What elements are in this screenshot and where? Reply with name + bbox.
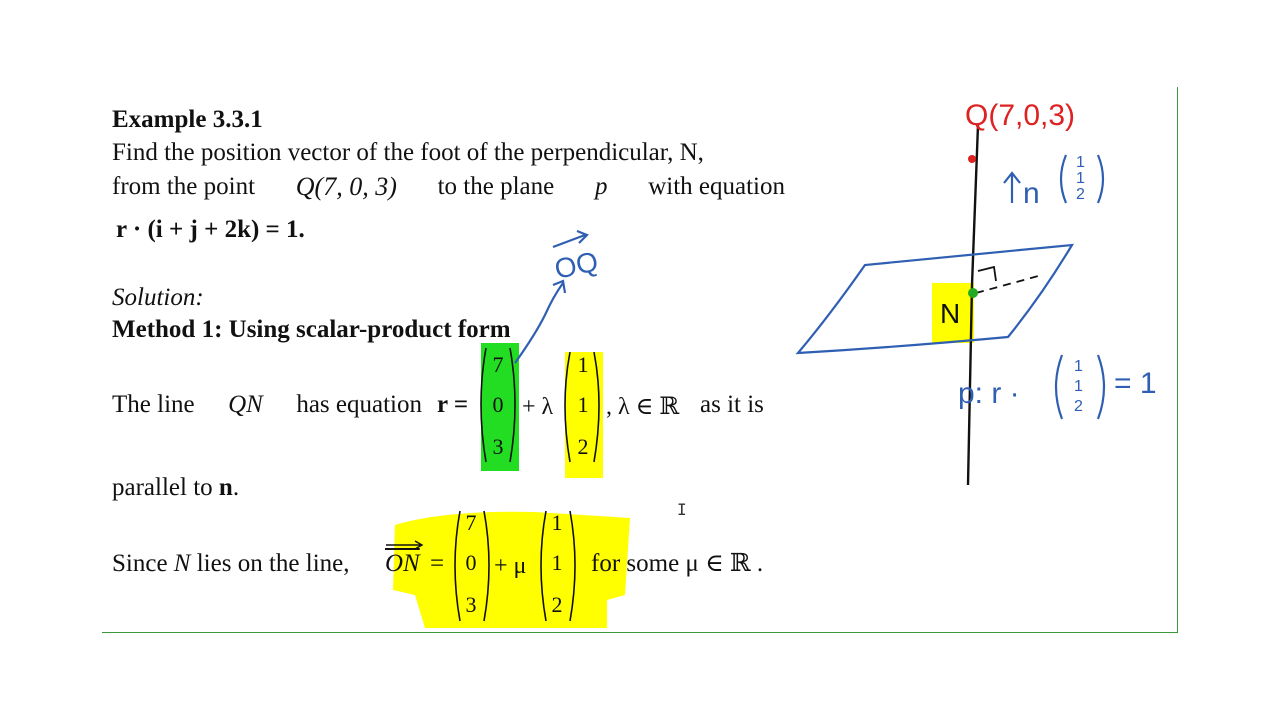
plane-sketch [795, 243, 1075, 355]
oq-label: OQ [552, 245, 601, 284]
plane-vec-z: 2 [1074, 398, 1083, 415]
on-vec1-z: 3 [465, 592, 477, 617]
q-coord-label: Q(7,0,3) [965, 99, 1075, 132]
period: . [232, 474, 240, 501]
text-as-it-is: as it is [700, 388, 785, 422]
vec1-x: 7 [492, 352, 504, 377]
on-vec1-x: 7 [465, 510, 477, 535]
right-angle-mark [977, 265, 997, 282]
example-title: Example 3.3.1 [112, 106, 263, 133]
on-vec2-x: 1 [551, 510, 563, 535]
vec1-y: 0 [492, 392, 504, 417]
text-the-line: The line [112, 391, 195, 418]
problem-line-1: Find the position vector of the foot of … [112, 139, 704, 166]
n-vec-y: 1 [1076, 170, 1085, 187]
n-vec-z: 2 [1076, 186, 1085, 203]
problem-text-plane: to the plane [437, 173, 555, 200]
plane-eq-label: p: r · [958, 377, 1020, 410]
problem-text-from: from the point [112, 173, 256, 200]
line-qn-text: The line QN has equation [112, 388, 422, 422]
point-q-dot [968, 155, 976, 163]
text-n: N [173, 550, 191, 577]
slide-border-bottom [102, 632, 1178, 633]
vec2-z: 2 [577, 434, 589, 459]
problem-text-equation: with equation [648, 173, 785, 200]
n-bold: n [218, 474, 233, 501]
on-vec2-z: 2 [551, 592, 563, 617]
equals-sign: = [430, 550, 445, 577]
overarrow-on [386, 540, 424, 550]
line-vectors-brackets [480, 347, 600, 463]
point-n-dot [968, 288, 978, 298]
plane-eq-rhs: = 1 [1114, 367, 1157, 400]
method-heading: Method 1: Using scalar-product form [112, 316, 511, 343]
text-parallel: parallel to [112, 474, 213, 501]
vec2-x: 1 [577, 352, 589, 377]
text-lies-on-line: lies on the line, [196, 550, 350, 577]
text-cursor-icon: I [677, 500, 687, 519]
oq-annotation: OQ [514, 229, 601, 364]
on-vec1-y: 0 [465, 550, 477, 575]
n-vec-x: 1 [1076, 154, 1085, 171]
plane-vec-x: 1 [1074, 358, 1083, 375]
as-it-is-text: as it is [700, 391, 764, 418]
text-has-equation: has equation [296, 391, 422, 418]
vec2-y: 1 [577, 392, 589, 417]
on-vec2-y: 1 [551, 550, 563, 575]
text-qn: QN [228, 391, 263, 418]
dashed-line [975, 274, 1043, 294]
plus-mu: + μ [494, 553, 527, 579]
plane-p: p [594, 173, 608, 200]
geometry-sketch: Q(7,0,3) N n 1 1 2 p: r · 1 1 2 = 1 [795, 99, 1157, 486]
n-vec-label: n [1023, 177, 1040, 210]
problem-line-2: from the point Q(7, 0, 3) to the plane p… [112, 170, 785, 204]
slide-border-right [1177, 87, 1178, 633]
for-some-mu: for some μ ∈ ℝ . [591, 550, 764, 577]
on-vectors-brackets [454, 510, 576, 622]
lambda-in-reals: , λ ∈ ℝ [606, 394, 680, 420]
plane-equation: r · (i + j + 2k) = 1. [116, 216, 305, 243]
text-since: Since [112, 550, 168, 577]
n-point-label: N [940, 298, 960, 329]
since-line: Since N lies on the line, [112, 547, 349, 581]
plane-vec-y: 1 [1074, 378, 1083, 395]
n-arrow [1003, 171, 1021, 203]
solution-label: Solution: [112, 284, 204, 311]
plus-lambda: + λ [522, 394, 554, 420]
perpendicular-line [966, 124, 980, 486]
n-highlight [932, 283, 974, 343]
point-q: Q(7, 0, 3) [295, 172, 397, 201]
r-equals: r = [437, 391, 469, 418]
parallel-line: parallel to n. [112, 471, 239, 505]
yellow-highlight-on [393, 511, 630, 628]
vector-on: ON [385, 550, 420, 577]
vec1-z: 3 [492, 434, 504, 459]
